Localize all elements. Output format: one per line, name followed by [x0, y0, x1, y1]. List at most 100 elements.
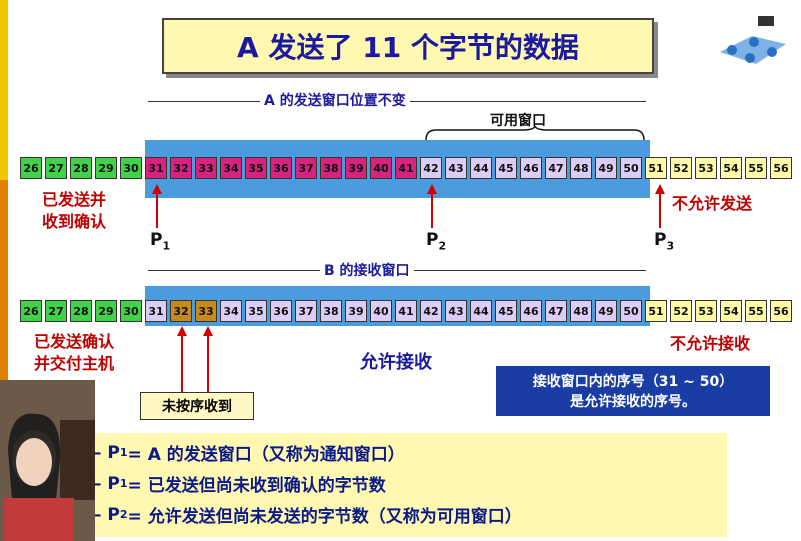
- sender-seq-cell: 40: [370, 157, 392, 179]
- receiver-seq-cell: 56: [770, 300, 792, 322]
- sender-seq-cell: 27: [45, 157, 67, 179]
- sender-seq-cell: 49: [595, 157, 617, 179]
- receiver-seq-cell: 26: [20, 300, 42, 322]
- sender-seq-cell: 36: [270, 157, 292, 179]
- p1-arrow-shaft: [156, 192, 158, 228]
- sender-seq-cell: 53: [695, 157, 717, 179]
- receiver-seq-cell: 41: [395, 300, 417, 322]
- receiver-seq-cell: 55: [745, 300, 767, 322]
- sender-seq-cell: 54: [720, 157, 742, 179]
- sender-seq-cell: 33: [195, 157, 217, 179]
- sender-seq-cell: 43: [445, 157, 467, 179]
- receiver-acked-label-1: 已发送确认: [34, 332, 115, 351]
- webcam-overlay: [0, 380, 95, 541]
- sender-unacked-label: 已发送但未收到确认: [200, 206, 345, 225]
- p3-arrow-shaft: [659, 192, 661, 228]
- sender-seq-cell: 47: [545, 157, 567, 179]
- out-of-order-arrow-shaft-33: [207, 334, 209, 392]
- receiver-seq-cell: 38: [320, 300, 342, 322]
- receiver-seq-cell: 30: [120, 300, 142, 322]
- sender-seq-cell: 45: [495, 157, 517, 179]
- sender-seq-cell: 48: [570, 157, 592, 179]
- receiver-seq-cell: 48: [570, 300, 592, 322]
- usable-window-brace: [425, 126, 645, 141]
- receiver-seq-cell: 52: [670, 300, 692, 322]
- sender-seq-cell: 34: [220, 157, 242, 179]
- info-line-1: 接收窗口内的序号（31 ~ 50）: [532, 374, 734, 390]
- sender-seq-cell: 50: [620, 157, 642, 179]
- sender-acked-label-1: 已发送并: [42, 190, 107, 209]
- receive-window-info-box: 接收窗口内的序号（31 ~ 50） 是允许接收的序号。: [496, 366, 770, 416]
- receiver-seq-cell: 31: [145, 300, 167, 322]
- receiver-seq-cell: 39: [345, 300, 367, 322]
- receiver-seq-cell: 37: [295, 300, 317, 322]
- receiver-allowed-label: 允许接收: [360, 352, 432, 373]
- receiver-seq-cell: 32: [170, 300, 192, 322]
- network-logo-icon: [720, 16, 786, 64]
- sender-seq-cell: 41: [395, 157, 417, 179]
- p2-arrow-head: [427, 184, 437, 194]
- receiver-seq-cell: 42: [420, 300, 442, 322]
- receiver-seq-cell: 54: [720, 300, 742, 322]
- receiver-seq-cell: 44: [470, 300, 492, 322]
- p1-arrow-head: [152, 184, 162, 194]
- receiver-seq-cell: 40: [370, 300, 392, 322]
- slide-title: A 发送了 11 个字节的数据: [162, 18, 654, 74]
- sender-seq-cell: 44: [470, 157, 492, 179]
- p3-arrow-head: [655, 184, 665, 194]
- sender-seq-cell: 55: [745, 157, 767, 179]
- p2-label: P2: [426, 230, 447, 253]
- presenter-image: [0, 380, 95, 541]
- receiver-denied-label: 不允许接收: [670, 334, 751, 353]
- out-of-order-arrow-head-33: [203, 326, 213, 336]
- sender-seq-cell: 52: [670, 157, 692, 179]
- sender-seq-cell: 28: [70, 157, 92, 179]
- sender-seq-cell: 39: [345, 157, 367, 179]
- receiver-seq-cell: 47: [545, 300, 567, 322]
- p2-arrow-shaft: [431, 192, 433, 228]
- receiver-acked-label-2: 并交付主机: [34, 354, 115, 373]
- sender-seq-cell: 32: [170, 157, 192, 179]
- receiver-seq-cell: 34: [220, 300, 242, 322]
- out-of-order-arrow-head-32: [177, 326, 187, 336]
- receiver-seq-cell: 33: [195, 300, 217, 322]
- sender-acked-label-2: 收到确认: [42, 212, 107, 231]
- receiver-seq-cell: 51: [645, 300, 667, 322]
- sender-seq-cell: 38: [320, 157, 342, 179]
- receiver-window-label: B 的接收窗口: [320, 260, 414, 280]
- receiver-seq-cell: 43: [445, 300, 467, 322]
- receiver-seq-cell: 36: [270, 300, 292, 322]
- receiver-seq-cell: 29: [95, 300, 117, 322]
- out-of-order-arrow-shaft-32: [181, 334, 183, 392]
- sender-seq-cell: 30: [120, 157, 142, 179]
- sender-seq-cell: 51: [645, 157, 667, 179]
- receiver-seq-cell: 46: [520, 300, 542, 322]
- sender-seq-cell: 56: [770, 157, 792, 179]
- receiver-seq-cell: 28: [70, 300, 92, 322]
- receiver-seq-cell: 45: [495, 300, 517, 322]
- sender-seq-cell: 31: [145, 157, 167, 179]
- sender-seq-cell: 35: [245, 157, 267, 179]
- receiver-seq-cell: 27: [45, 300, 67, 322]
- usable-window-label: 可用窗口: [490, 113, 546, 129]
- receiver-seq-cell: 50: [620, 300, 642, 322]
- left-decorative-strip-orange: [0, 180, 8, 380]
- out-of-order-note: 未按序收到: [140, 392, 254, 420]
- sender-seq-cell: 26: [20, 157, 42, 179]
- p1-label: P1: [150, 230, 171, 253]
- sender-seq-cell: 29: [95, 157, 117, 179]
- sender-seq-cell: 42: [420, 157, 442, 179]
- sender-window-label: A 的发送窗口位置不变: [260, 90, 410, 110]
- receiver-seq-cell: 49: [595, 300, 617, 322]
- sender-allowed-label: 允许发送但尚未发送: [446, 206, 591, 225]
- sender-seq-cell: 37: [295, 157, 317, 179]
- info-line-2: 是允许接收的序号。: [570, 394, 696, 410]
- sender-denied-label: 不允许发送: [672, 194, 753, 213]
- receiver-seq-cell: 35: [245, 300, 267, 322]
